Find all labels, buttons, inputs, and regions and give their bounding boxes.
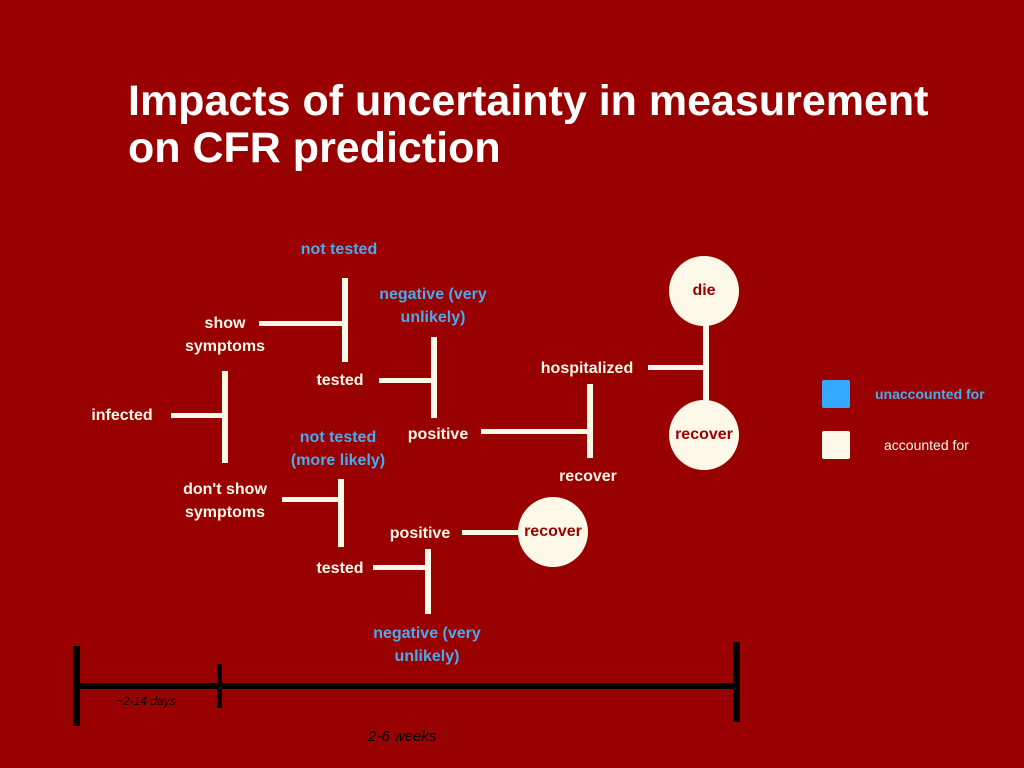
branch-infected [222, 371, 228, 463]
label-hospitalized: hospitalized [540, 360, 634, 377]
connector-show-symptoms [259, 321, 345, 326]
connector-tested-bottom [373, 565, 429, 570]
label-not-tested-top: not tested [300, 241, 378, 258]
outcome-die: die [669, 256, 739, 326]
legend-swatch-unaccounted [822, 380, 850, 408]
label-tested-top: tested [316, 372, 364, 389]
timeline-mid-tick [217, 664, 222, 708]
label-recover-mid: recover [559, 468, 617, 485]
connector-positive-top [481, 429, 591, 434]
label-tested-bottom: tested [316, 560, 364, 577]
legend-swatch-accounted [822, 431, 850, 459]
connector-positive-bottom [462, 530, 522, 535]
label-positive-top: positive [407, 426, 469, 443]
label-not-tested-bottom: not tested (more likely) [290, 429, 386, 469]
branch-hospitalized [703, 320, 709, 410]
label-positive-bottom: positive [389, 525, 451, 542]
branch-positive-top [587, 384, 593, 458]
timeline-end-tick [733, 642, 740, 722]
timeline-axis [78, 683, 738, 689]
connector-infected [171, 413, 225, 418]
label-show-symptoms: show symptoms [184, 315, 266, 355]
label-negative-bottom: negative (very unlikely) [373, 625, 481, 665]
connector-hospitalized [648, 365, 706, 370]
outcome-recover-hospitalized: recover [669, 400, 739, 470]
branch-tested-bottom [425, 549, 431, 614]
label-negative-top: negative (very unlikely) [379, 286, 487, 326]
label-dont-show-symptoms: don't show symptoms [183, 481, 267, 521]
legend-label-accounted: accounted for [884, 437, 969, 453]
branch-show-symptoms [342, 278, 348, 362]
legend-label-unaccounted: unaccounted for [875, 386, 985, 402]
connector-tested-top [379, 378, 434, 383]
timeline-long-label: 2-6 weeks [368, 728, 437, 745]
branch-dont-show [338, 479, 344, 547]
outcome-recover-bottom: recover [518, 497, 588, 567]
branch-tested-top [431, 337, 437, 418]
page-title: Impacts of uncertainty in measurement on… [128, 77, 929, 172]
connector-dont-show [282, 497, 342, 502]
label-infected: infected [91, 407, 153, 424]
timeline-short-label: ~2-14 days [116, 694, 176, 708]
timeline-start-tick [73, 646, 80, 726]
